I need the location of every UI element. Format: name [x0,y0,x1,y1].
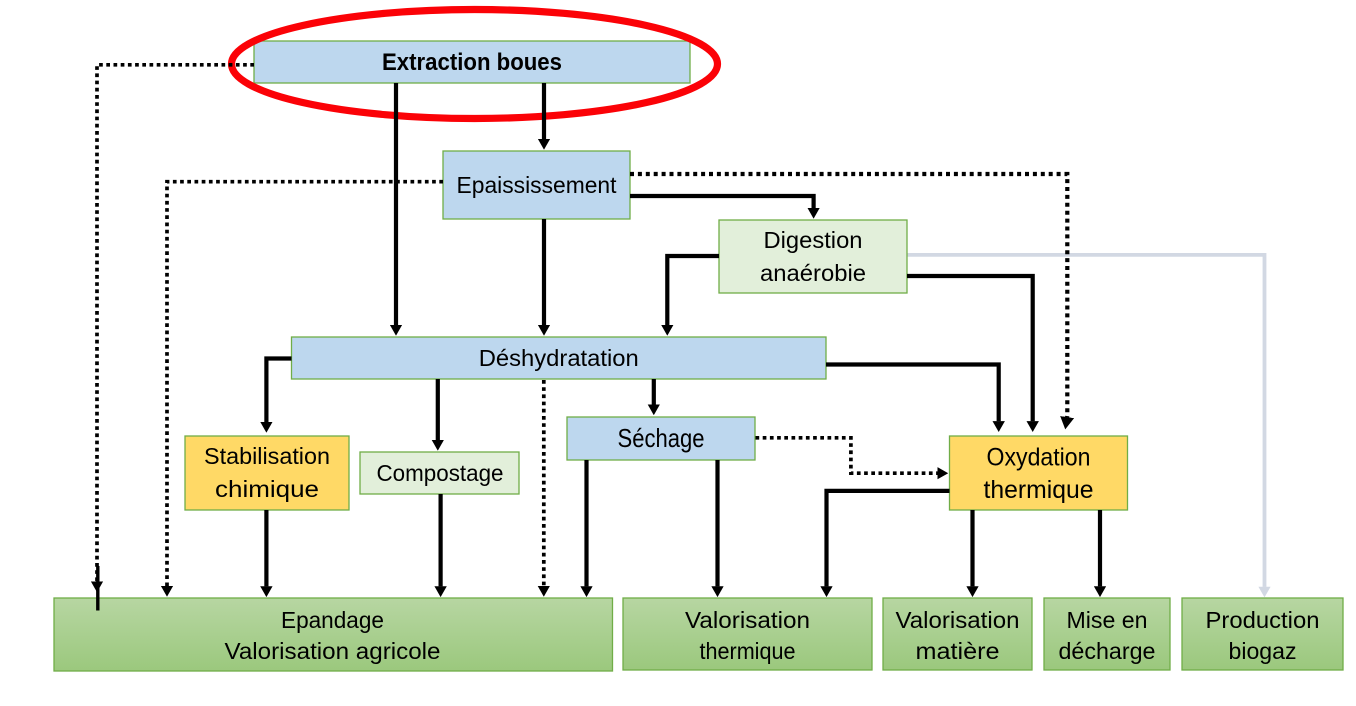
svg-text:Oxydation: Oxydation [987,444,1091,472]
svg-text:matière: matière [916,638,1000,664]
svg-text:Extraction boues: Extraction boues [382,49,562,76]
svg-text:thermique: thermique [700,638,796,664]
svg-text:décharge: décharge [1059,638,1156,664]
svg-text:Digestion: Digestion [764,227,863,253]
svg-text:Epandage: Epandage [281,607,384,633]
svg-text:Production: Production [1206,607,1320,633]
svg-text:anaérobie: anaérobie [760,260,866,286]
svg-text:biogaz: biogaz [1229,638,1297,664]
svg-text:Valorisation: Valorisation [685,607,810,633]
svg-text:Valorisation agricole: Valorisation agricole [225,638,441,664]
svg-text:Stabilisation: Stabilisation [204,443,330,469]
svg-text:Valorisation: Valorisation [896,607,1020,633]
svg-text:thermique: thermique [984,476,1094,504]
svg-text:Séchage: Séchage [618,423,705,453]
svg-text:Epaississement: Epaississement [457,172,618,198]
svg-text:Déshydratation: Déshydratation [479,345,639,371]
svg-text:Mise en: Mise en [1067,607,1148,633]
svg-text:chimique: chimique [215,476,319,502]
svg-text:Compostage: Compostage [377,460,504,486]
